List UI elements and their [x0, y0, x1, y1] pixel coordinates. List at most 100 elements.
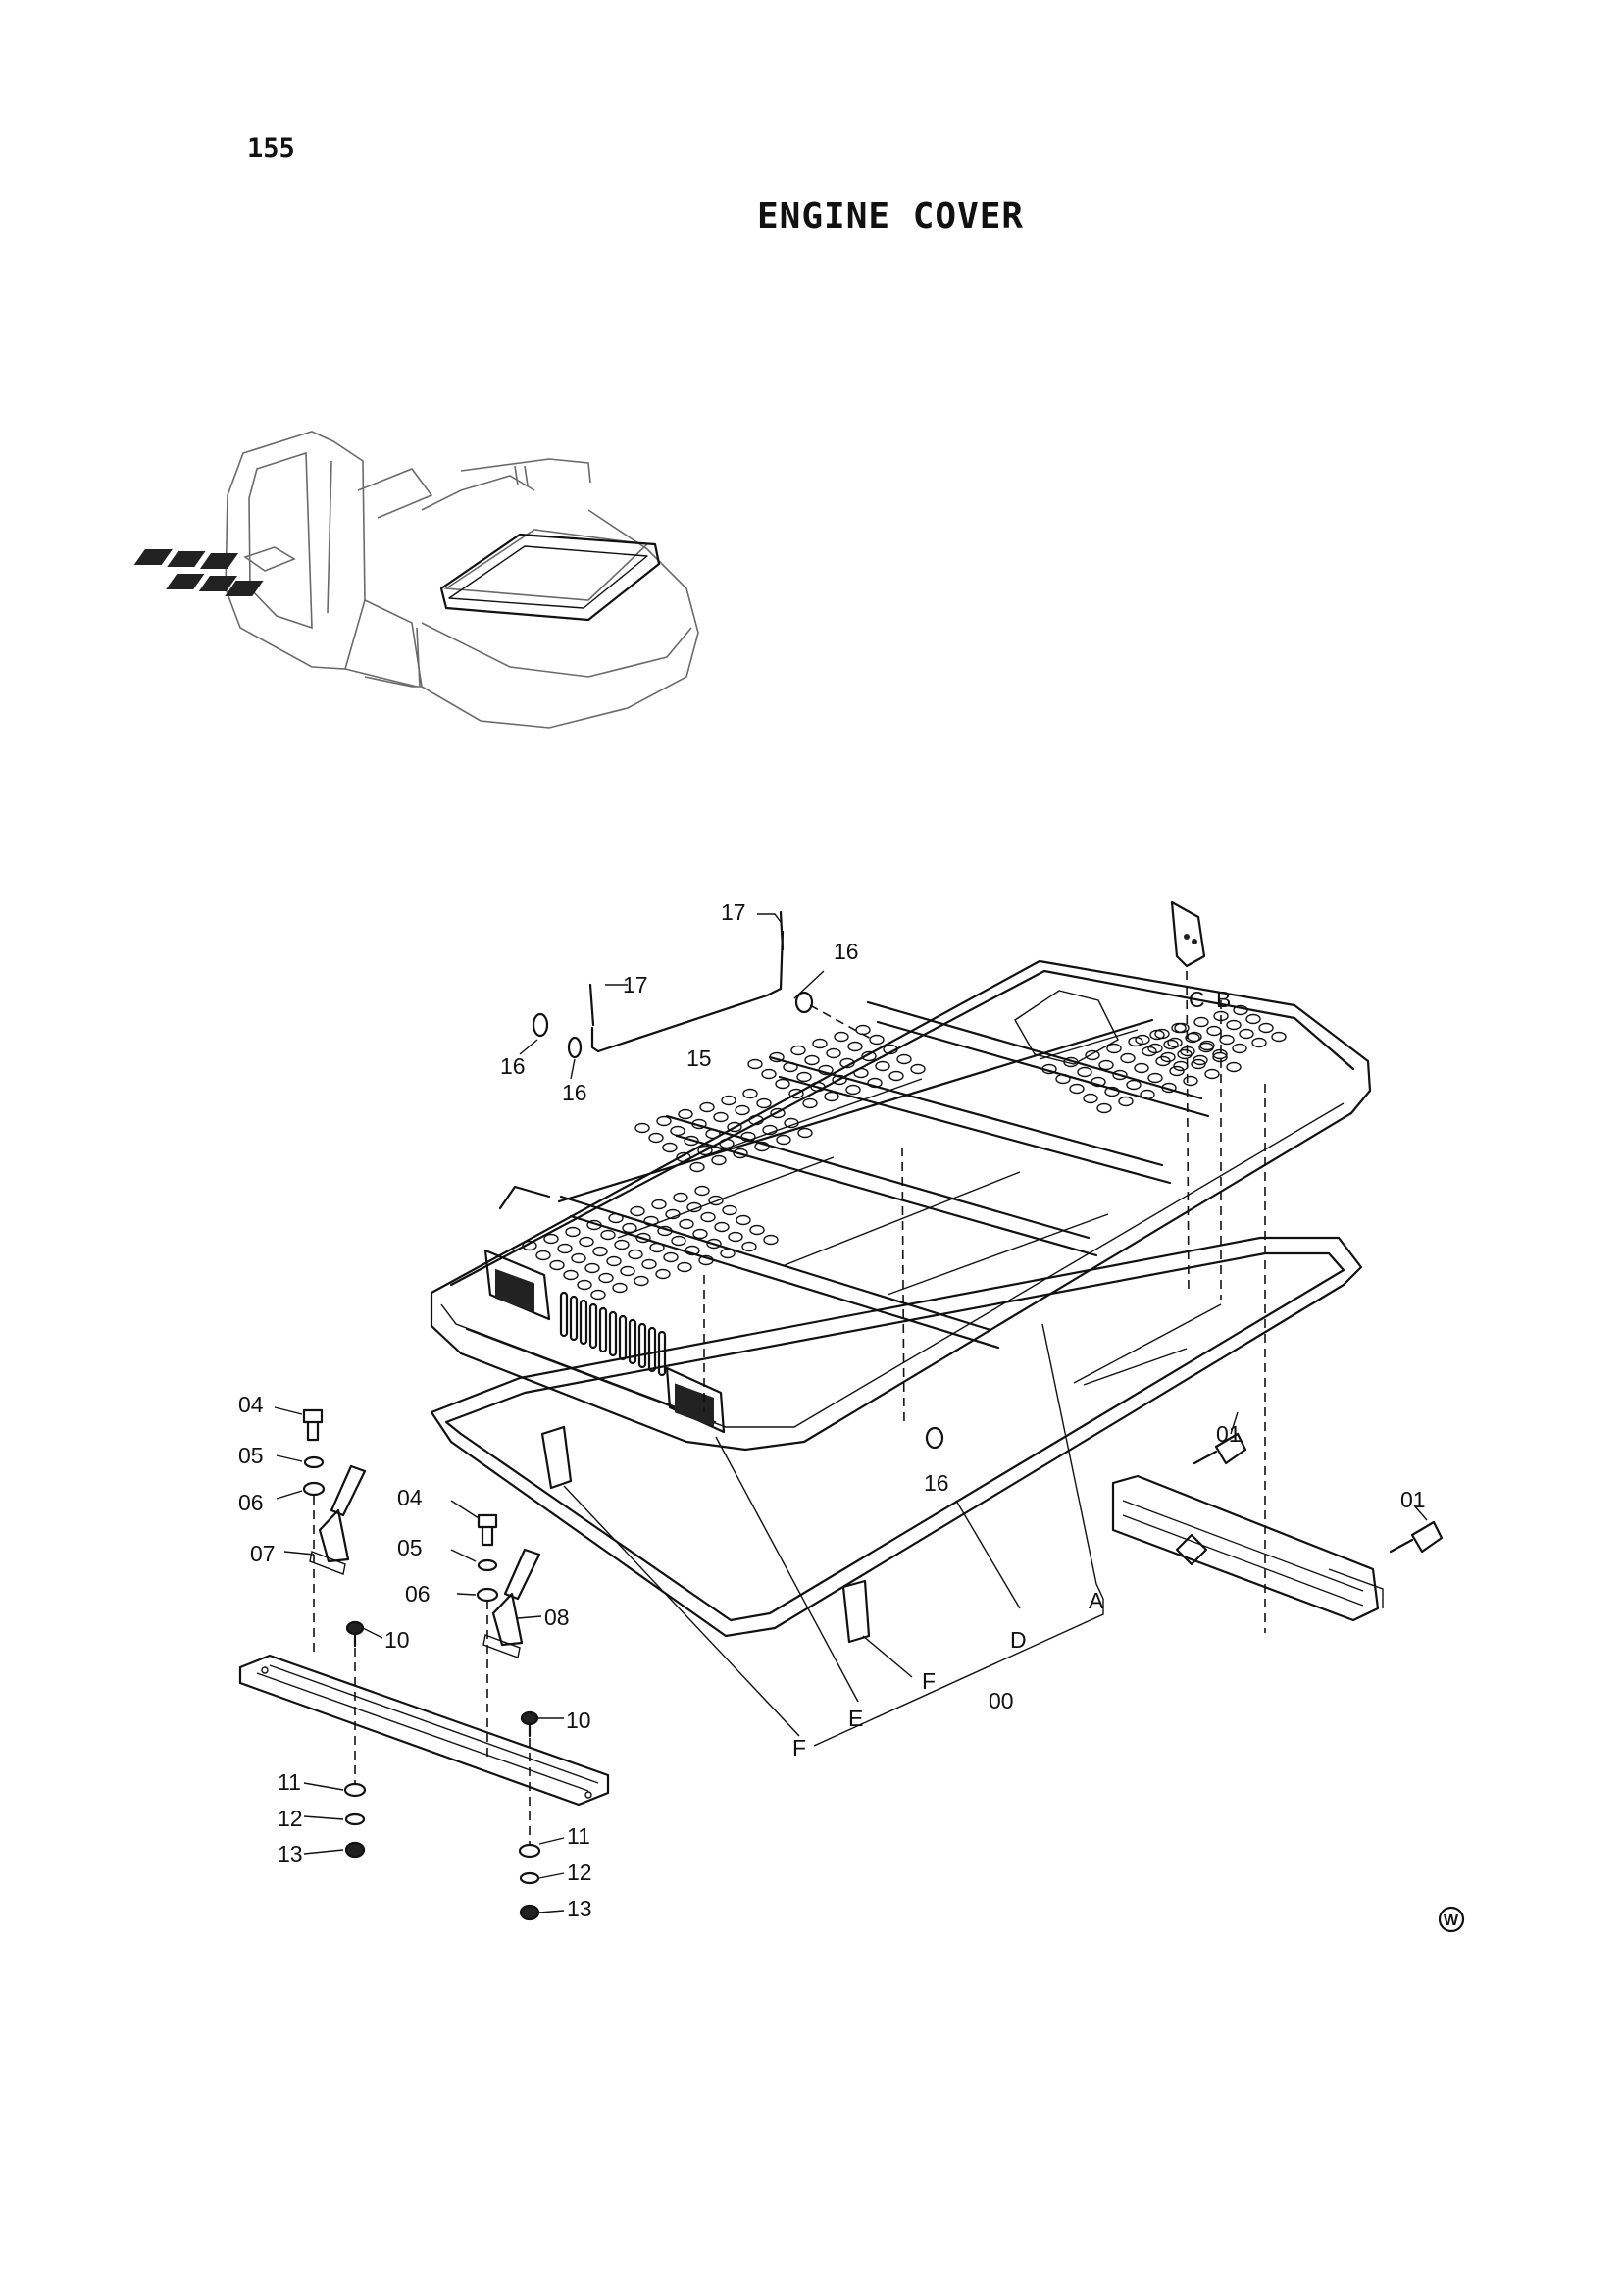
perforation-hole: [1183, 1075, 1198, 1087]
perforation-hole: [910, 1063, 926, 1075]
perforation-holes: [522, 1004, 1287, 1301]
perforation-hole: [1163, 1039, 1179, 1050]
perforation-hole: [1140, 1089, 1155, 1100]
perforation-hole: [590, 1289, 606, 1301]
perforation-hole: [699, 1101, 715, 1113]
perforation-hole: [598, 1272, 614, 1284]
perforation-hole: [1219, 1034, 1235, 1046]
perforation-hole: [1185, 1032, 1200, 1044]
callout-07: 07: [250, 1541, 276, 1566]
callout-04a: 04: [238, 1392, 264, 1417]
perforation-hole: [549, 1259, 565, 1271]
perforation-hole: [790, 1045, 806, 1056]
perforation-hole: [763, 1234, 779, 1246]
panel-grid: [617, 1029, 1139, 1296]
grille-slot: [628, 1318, 637, 1365]
perforation-hole: [783, 1061, 798, 1073]
callout-11a: 11: [278, 1769, 301, 1795]
callout-11b: 11: [567, 1823, 590, 1849]
perforation-hole: [1118, 1096, 1134, 1107]
perforation-hole: [1085, 1049, 1100, 1061]
callout-06b: 06: [405, 1581, 431, 1607]
perforation-hole: [651, 1199, 667, 1210]
perforation-hole: [1212, 1051, 1228, 1063]
perforation-hole: [1191, 1058, 1206, 1070]
perforation-hole: [522, 1240, 537, 1251]
perforation-hole: [733, 1148, 748, 1159]
perforation-hole: [875, 1060, 890, 1072]
perforation-hole: [1199, 1040, 1215, 1051]
perforation-hole: [740, 1131, 756, 1143]
grille-slot: [608, 1310, 618, 1357]
perforation-hole: [1147, 1072, 1163, 1084]
callout-f2: F: [792, 1735, 806, 1760]
perforation-hole: [1212, 1048, 1228, 1060]
callout-a: A: [1089, 1588, 1104, 1613]
perforation-hole: [648, 1132, 664, 1144]
perforation-hole: [1083, 1093, 1098, 1104]
perforation-hole: [770, 1107, 786, 1119]
watermark-text: W: [1444, 1913, 1459, 1929]
perforation-hole: [1193, 1054, 1208, 1066]
perforation-hole: [563, 1269, 579, 1281]
perforation-hole: [608, 1212, 624, 1224]
grille-slot: [657, 1330, 667, 1377]
perforation-hole: [628, 1249, 643, 1260]
perforation-hole: [1098, 1059, 1114, 1071]
perforation-hole: [788, 1088, 804, 1099]
perforation-hole: [592, 1246, 608, 1257]
perforation-hole: [748, 1114, 764, 1126]
latch-08: [482, 1548, 541, 1658]
perforation-hole: [634, 1122, 650, 1134]
perforation-hole: [824, 1091, 839, 1102]
perforation-hole: [677, 1261, 692, 1273]
locator-vent-blocks: [133, 549, 264, 596]
callout-e: E: [848, 1706, 863, 1731]
perforation-hole: [689, 1161, 705, 1173]
perforation-hole: [622, 1222, 637, 1234]
callout-08: 08: [544, 1605, 570, 1630]
perforation-hole: [711, 1154, 727, 1166]
perforation-hole: [1169, 1065, 1185, 1077]
perforation-hole: [614, 1239, 630, 1250]
perforation-hole: [657, 1225, 673, 1237]
perforation-hole: [826, 1047, 841, 1059]
perforation-hole: [762, 1124, 778, 1136]
perforation-hole: [1112, 1069, 1128, 1081]
perforation-hole: [612, 1282, 628, 1294]
perforation-hole: [1104, 1086, 1120, 1097]
perforation-hole: [1041, 1063, 1057, 1075]
perforation-hole: [719, 1138, 735, 1149]
perforation-hole: [606, 1255, 622, 1267]
perforation-hole: [741, 1241, 757, 1252]
perforation-hole: [769, 1051, 785, 1063]
callout-labels: 17 17 16 16 16 16 15 C B 04 05 06 07 04 …: [238, 899, 1426, 1921]
grille-slot: [588, 1302, 598, 1350]
hinge-bracket-left: [238, 1654, 610, 1807]
perforation-hole: [691, 1118, 707, 1130]
callout-16a: 16: [834, 939, 859, 964]
perforation-hole: [1226, 1061, 1242, 1073]
latch-07: [309, 1464, 367, 1575]
callout-13a: 13: [278, 1841, 303, 1866]
callout-17a: 17: [721, 899, 746, 925]
perforation-hole: [804, 1054, 820, 1066]
perforation-hole: [543, 1233, 559, 1245]
perforation-hole: [1206, 1025, 1222, 1037]
callout-17b: 17: [623, 972, 648, 997]
perforation-hole: [1258, 1022, 1274, 1034]
perforation-hole: [721, 1095, 736, 1106]
perforation-hole: [1171, 1022, 1187, 1034]
grille-slot: [569, 1295, 579, 1342]
callout-13b: 13: [567, 1896, 592, 1921]
callout-10a: 10: [384, 1627, 410, 1653]
perforation-hole: [839, 1057, 855, 1069]
callout-01b: 01: [1400, 1487, 1426, 1512]
perforation-hole: [1134, 1062, 1149, 1074]
perforation-hole: [1161, 1082, 1177, 1094]
perforation-hole: [1193, 1016, 1209, 1028]
perforation-hole: [665, 1208, 681, 1220]
callout-01a: 01: [1216, 1421, 1242, 1447]
